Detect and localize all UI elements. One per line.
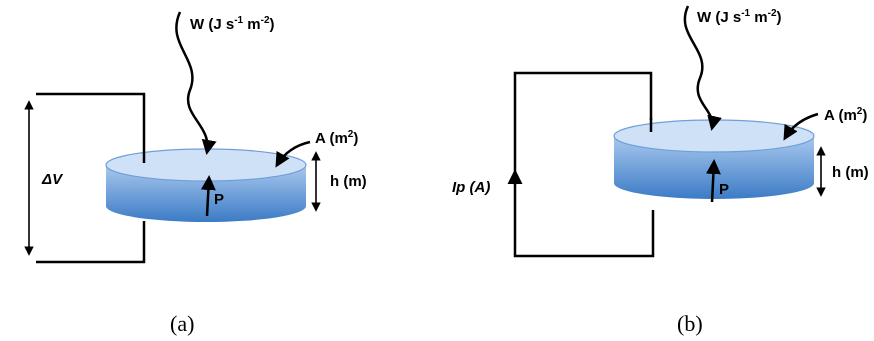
area-label-a: A (m2) (315, 129, 358, 147)
height-label-a: h (m) (330, 173, 367, 190)
flux-label-a: W (J s-1 m-2) (190, 15, 275, 33)
flux-arrow-a (175, 11, 217, 155)
cylinder-b (613, 119, 815, 199)
power-arrow-a (200, 175, 216, 217)
area-label-b: A (m2) (824, 106, 867, 124)
panel-b: W (J s-1 m-2) A (m2) h (m) P Ip (A) (b) (452, 5, 869, 336)
area-arrow-b (783, 112, 819, 141)
circuit-wire-b (513, 71, 655, 258)
caption-a: (a) (170, 311, 194, 336)
circuit-wire-a (36, 92, 146, 148)
power-label-b: P (719, 181, 729, 198)
flux-arrow-b (683, 5, 722, 131)
flux-label-b: W (J s-1 m-2) (697, 8, 782, 26)
height-label-b: h (m) (832, 164, 869, 181)
power-arrow-b (705, 159, 721, 203)
caption-b: (b) (677, 311, 703, 336)
cylinder-a (105, 148, 307, 222)
power-label-a: P (214, 191, 224, 208)
panel-a: W (J s-1 m-2) A (m2) h (m) P ΔV (a) (24, 11, 367, 336)
area-arrow-a (275, 140, 311, 168)
current-label-b: Ip (A) (452, 179, 490, 196)
circuit-wire-a-bottom (36, 221, 146, 264)
voltage-label-a: ΔV (41, 171, 64, 188)
